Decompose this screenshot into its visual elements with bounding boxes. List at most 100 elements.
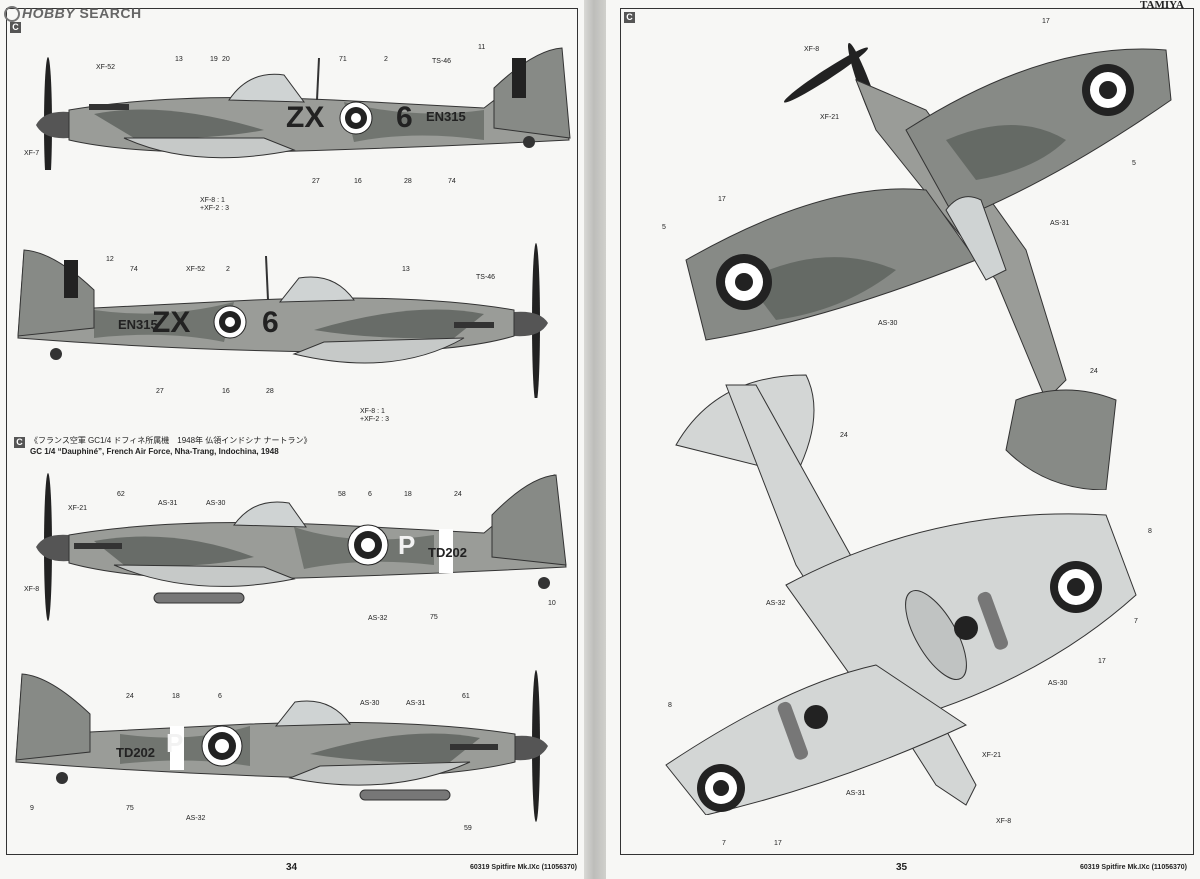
section-marker: C: [624, 12, 635, 23]
callout: 75: [126, 805, 134, 812]
aircraft4-serial: TD202: [116, 745, 156, 760]
callout: 17: [1098, 658, 1106, 665]
callout: 17: [1042, 18, 1050, 25]
aircraft3-side-profile: [36, 473, 567, 621]
callout: 58: [338, 491, 346, 498]
mix-ratio: XF-8 : 1: [360, 408, 385, 415]
callout: 16: [222, 388, 230, 395]
callout: 9: [30, 805, 34, 812]
callout: AS-31: [406, 700, 426, 707]
page-footer: 60319 Spitfire Mk.IXc (11056370): [470, 864, 578, 871]
aircraft1-code-number: 6: [396, 101, 413, 134]
callout: 27: [312, 178, 320, 185]
page-number: 34: [286, 862, 298, 873]
callout: AS-32: [186, 815, 206, 822]
callout: 59: [464, 825, 472, 832]
aircraft3-serial: TD202: [428, 545, 468, 560]
brand-logo: TAMIYA: [1140, 0, 1185, 11]
callout: 18: [404, 491, 412, 498]
callout: 12: [106, 256, 114, 263]
section-marker-top: C: [10, 22, 21, 33]
aircraft-top-view: [685, 42, 1172, 490]
book-gutter: [584, 0, 606, 879]
callout: XF-21: [982, 752, 1002, 759]
left-page: HOBBY SEARCH C ZX 6 EN315 XF-52 13 19 20…: [0, 0, 584, 879]
callout: XF-21: [68, 505, 88, 512]
callout: AS-30: [360, 700, 380, 707]
callout: AS-31: [1050, 220, 1070, 227]
aircraft4-side-profile: [15, 670, 548, 822]
aircraft-bottom-view: [665, 374, 1137, 815]
aircraft2-serial: EN315: [118, 317, 158, 332]
watermark-logo-icon: [4, 6, 20, 23]
mix-ratio: +XF-2 : 3: [200, 205, 229, 212]
callout: 75: [430, 614, 438, 621]
left-page-frame: [6, 8, 578, 855]
callout: 28: [404, 178, 412, 185]
callout: 74: [448, 178, 456, 185]
callout: 5: [662, 224, 666, 231]
callout: 24: [126, 693, 134, 700]
aircraft1-code-letters: ZX: [286, 101, 325, 134]
callout: XF-8: [804, 46, 820, 53]
callout: XF-7: [24, 150, 40, 157]
callout: 10: [548, 600, 556, 607]
mix-ratio: XF-8 : 1: [200, 197, 225, 204]
callout: 71: [339, 56, 347, 63]
callout: XF-21: [820, 114, 840, 121]
page-footer: 60319 Spitfire Mk.IXc (11056370): [1080, 864, 1188, 871]
callout: AS-31: [846, 790, 866, 797]
callout: 2: [226, 266, 230, 273]
callout: 61: [462, 693, 470, 700]
callout: AS-30: [1048, 680, 1068, 687]
callout: 8: [668, 702, 672, 709]
callout: AS-32: [766, 600, 786, 607]
callout: 19: [210, 56, 218, 63]
callout: 62: [117, 491, 125, 498]
aircraft4-code-letter: P: [166, 728, 184, 758]
callout: 13: [175, 56, 183, 63]
callout: XF-52: [186, 266, 206, 273]
aircraft2-side-profile: [17, 243, 548, 398]
callout: 20: [222, 56, 230, 63]
callout: 17: [718, 196, 726, 203]
callout: XF-52: [96, 64, 116, 71]
right-page-frame: [620, 8, 1194, 855]
callout: AS-31: [158, 500, 178, 507]
watermark: HOBBY SEARCH: [4, 5, 142, 23]
callout: 2: [384, 56, 388, 63]
callout: TS-46: [476, 274, 496, 281]
callout: AS-30: [206, 500, 226, 507]
callout: 6: [218, 693, 222, 700]
callout: 18: [172, 693, 180, 700]
callout: 28: [266, 388, 274, 395]
callout: 8: [1148, 528, 1152, 535]
callout: 5: [1132, 160, 1136, 167]
callout: 16: [354, 178, 362, 185]
callout: XF-8: [24, 586, 40, 593]
mix-ratio: +XF-2 : 3: [360, 416, 389, 423]
right-page: C TAMIYA XF-8 XF-21 17 5 AS-31 17 5 AS-3…: [606, 0, 1200, 879]
callout: AS-30: [878, 320, 898, 327]
callout: AS-32: [368, 615, 388, 622]
callout: 7: [1134, 618, 1138, 625]
aircraft1-side-profile: [36, 47, 571, 170]
section-c-title-jp: 《フランス空軍 GC1/4 ドフィネ所属機 1948年 仏領インドシナ ナートラ…: [30, 436, 312, 445]
callout: 24: [454, 491, 462, 498]
callout: 74: [130, 266, 138, 273]
callout: TS-46: [432, 58, 452, 65]
callout: 6: [368, 491, 372, 498]
aircraft3-code-letter: P: [398, 530, 416, 560]
callout: XF-8: [996, 818, 1012, 825]
page-number: 35: [896, 862, 908, 873]
section-c-marker: C: [14, 437, 25, 448]
aircraft1-serial: EN315: [426, 109, 466, 124]
callout: 24: [840, 432, 848, 439]
callout: 17: [774, 840, 782, 847]
callout: 13: [402, 266, 410, 273]
callout: 11: [478, 44, 486, 51]
callout: 27: [156, 388, 164, 395]
callout: 24: [1090, 368, 1098, 375]
callout: 7: [722, 840, 726, 847]
section-c-title-en: GC 1/4 “Dauphiné”, French Air Force, Nha…: [30, 447, 279, 456]
